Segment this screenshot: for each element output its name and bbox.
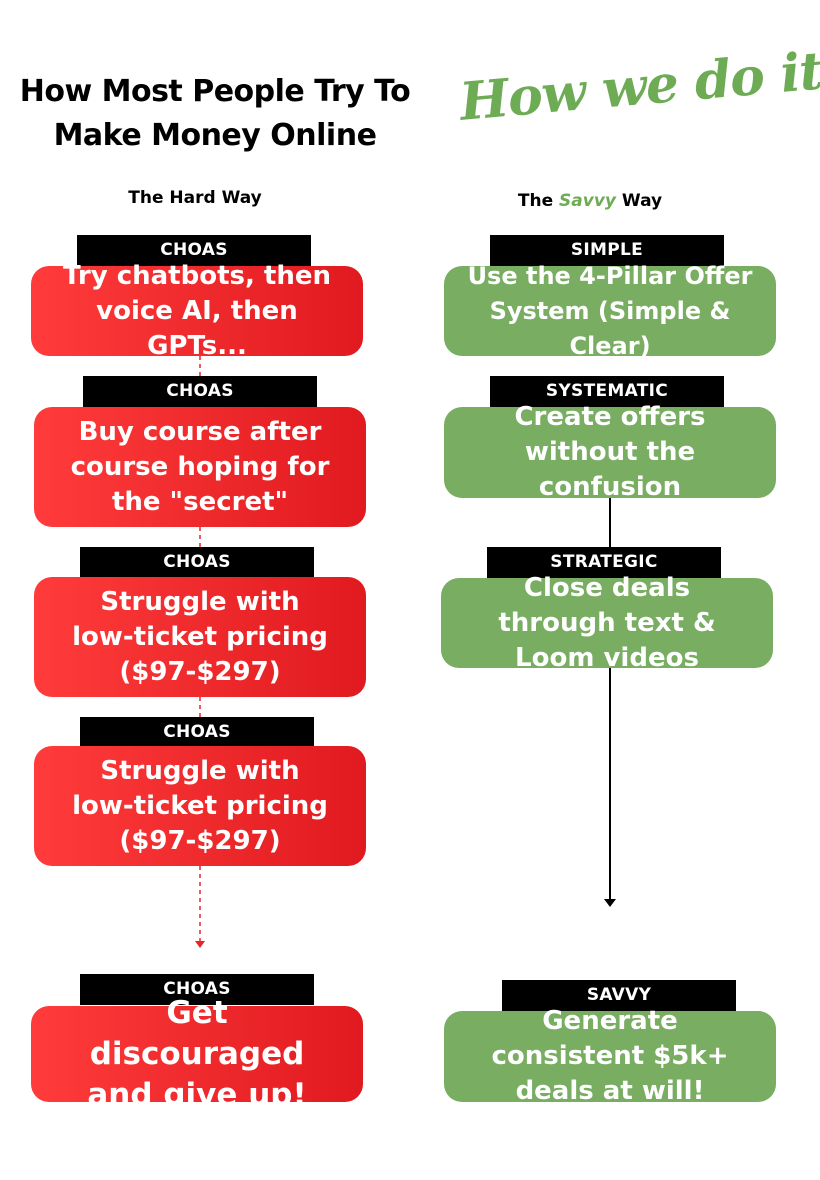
left-title: How Most People Try To Make Money Online	[10, 70, 420, 158]
right-step-2-text: Create offers without the confusion	[514, 402, 706, 502]
left-step-4-box: Struggle with low-ticket pricing ($97-$2…	[34, 746, 366, 866]
right-step-2-tag: SYSTEMATIC	[490, 376, 724, 407]
right-step-3-box: Close deals through text & Loom videos	[441, 573, 773, 673]
right-title: How we do it	[457, 40, 820, 133]
right-subhead: The Savvy Way	[480, 191, 700, 211]
left-arrowhead	[195, 941, 205, 948]
left-step-3-tag: CHOAS	[80, 547, 314, 578]
left-step-3-text: Struggle with low-ticket pricing ($97-$2…	[72, 586, 328, 687]
left-step-1-tag: CHOAS	[77, 235, 311, 266]
left-step-2-text: Buy course after course hoping for the "…	[70, 416, 330, 517]
right-step-1-text: Use the 4-Pillar Offer System (Simple & …	[467, 261, 753, 360]
left-step-2-box: Buy course after course hoping for the "…	[34, 407, 366, 527]
right-step-3-tag: STRATEGIC	[487, 547, 721, 578]
right-arrowhead	[604, 899, 616, 907]
right-step-1-box: Use the 4-Pillar Offer System (Simple & …	[444, 262, 776, 360]
left-step-1-text: Try chatbots, then voice AI, then GPTs..…	[63, 260, 331, 361]
right-subhead-emphasis: Savvy	[559, 191, 616, 211]
right-step-1-tag: SIMPLE	[490, 235, 724, 266]
right-subhead-prefix: The	[517, 191, 554, 211]
left-title-line-1: How Most People Try To	[19, 74, 411, 109]
left-step-3-box: Struggle with low-ticket pricing ($97-$2…	[34, 577, 366, 697]
right-step-4-box: Generate consistent $5k+ deals at will!	[444, 1006, 776, 1106]
left-step-1-box: Try chatbots, then voice AI, then GPTs..…	[31, 261, 363, 361]
left-step-5-tag: CHOAS	[80, 974, 314, 1005]
left-step-2-tag: CHOAS	[83, 376, 317, 407]
right-step-2-box: Create offers without the confusion	[444, 402, 776, 502]
left-step-4-text: Struggle with low-ticket pricing ($97-$2…	[72, 755, 328, 856]
left-title-line-2: Make Money Online	[53, 118, 377, 153]
right-step-4-text: Generate consistent $5k+ deals at will!	[491, 1006, 729, 1106]
left-step-5-text: Get discouraged and give up!	[87, 994, 307, 1113]
left-step-5-box: Get discouraged and give up!	[31, 995, 363, 1113]
right-subhead-suffix: Way	[621, 191, 663, 211]
left-step-4-tag: CHOAS	[80, 717, 314, 748]
right-step-3-text: Close deals through text & Loom videos	[498, 572, 716, 673]
right-step-4-tag: SAVVY	[502, 980, 736, 1011]
left-subhead: The Hard Way	[128, 188, 262, 208]
